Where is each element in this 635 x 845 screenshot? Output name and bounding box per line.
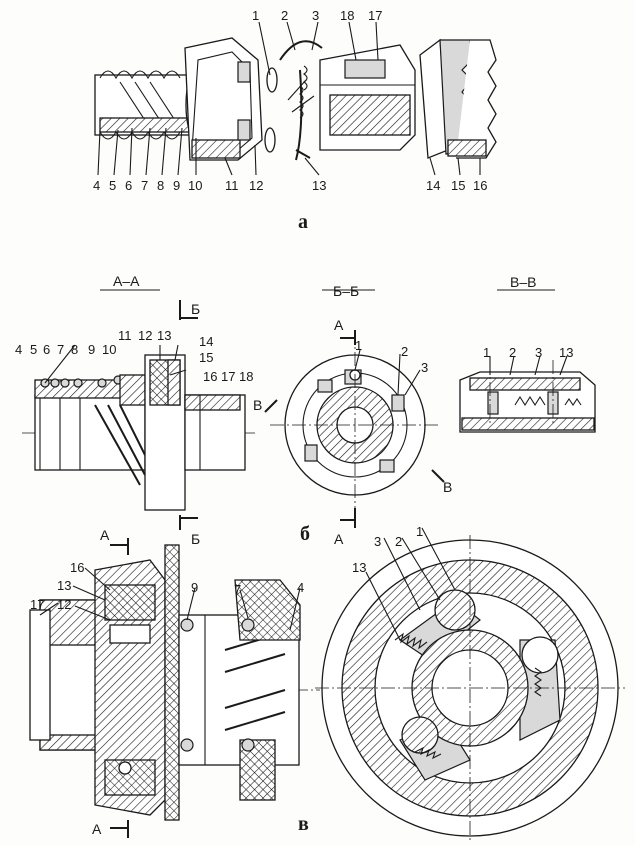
label-b-15: 15 [199,350,213,365]
label-b-4: 4 [15,342,22,357]
label-a-13: 13 [312,178,326,193]
label-a-4: 4 [93,178,100,193]
label-a-2: 2 [281,8,288,23]
label-vc-1: 1 [416,524,423,539]
label-a-16: 16 [473,178,487,193]
label-a-11: 11 [225,178,239,193]
label-v-13: 13 [57,578,71,593]
label-a-9: 9 [173,178,180,193]
label-b-13: 13 [157,328,171,343]
label-a-12: 12 [249,178,263,193]
cut-mark-v-a-bottom: А [92,821,102,837]
label-a-6: 6 [125,178,132,193]
label-a-3: 3 [312,8,319,23]
panel-b-section-bb [264,289,445,528]
label-b-12: 12 [138,328,152,343]
cut-mark-v-left: В [253,397,262,413]
panel-v-labels: А А 16 13 12 17 9 7 4 13 3 2 1 в [30,524,423,837]
label-b-6: 6 [43,342,50,357]
panel-b-section-vv [459,289,596,433]
label-vc-13: 13 [352,560,366,575]
label-b-17: 17 [221,369,235,384]
panel-v-longitudinal-section [29,538,320,838]
panel-letter-a: а [298,211,308,233]
drive-gear [419,38,497,159]
panel-b-section-aa [22,289,255,530]
cut-mark-a-bottom: А [334,531,344,547]
label-b-9: 9 [88,342,95,357]
label-a-5: 5 [109,178,116,193]
label-v-4: 4 [297,580,304,595]
label-b-5: 5 [30,342,37,357]
section-title-vv: В–В [510,274,536,290]
label-b-18: 18 [239,369,253,384]
label-bb-3: 3 [421,360,428,375]
cut-mark-v-a-top: А [100,527,110,543]
label-b-8: 8 [71,342,78,357]
outer-race-11 [184,37,263,161]
cut-mark-b-bottom: Б [191,531,200,547]
panel-letter-b: б [300,523,310,545]
label-v-12: 12 [57,597,71,612]
panel-v-cross-section [315,535,625,840]
section-title-bb: Б–Б [333,283,359,299]
cut-mark-b-top: Б [191,301,200,317]
label-v-7: 7 [234,582,241,597]
label-a-7: 7 [141,178,148,193]
label-a-18: 18 [340,8,354,23]
label-vv-3: 3 [535,345,542,360]
label-v-17: 17 [30,597,44,612]
panel-letter-v: в [298,813,309,835]
label-a-10: 10 [188,178,202,193]
panel-b-labels: А–А Б–Б В–В Б Б В В А А 4 5 6 7 8 9 10 1… [15,273,573,547]
label-bb-2: 2 [401,344,408,359]
label-b-11: 11 [118,328,132,343]
label-vv-1: 1 [483,345,490,360]
label-a-15: 15 [451,178,465,193]
label-b-10: 10 [102,342,116,357]
panel-a-labels: 1 2 3 18 17 4 5 6 7 8 9 10 11 12 13 14 1… [93,8,487,233]
label-vc-2: 2 [395,534,402,549]
hub-inner-race [319,44,416,151]
label-v-9: 9 [191,580,198,595]
label-vv-2: 2 [509,345,516,360]
label-a-8: 8 [157,178,164,193]
label-vv-13: 13 [559,345,573,360]
label-a-17: 17 [368,8,382,23]
panel-a-exploded-view [94,37,497,161]
label-b-14: 14 [199,334,213,349]
label-vc-3: 3 [374,534,381,549]
label-a-1: 1 [252,8,259,23]
label-b-16: 16 [203,369,217,384]
cut-mark-a-top: А [334,317,344,333]
leader-lines [39,21,568,641]
section-title-aa: А–А [113,273,140,289]
label-b-7: 7 [57,342,64,357]
rollers-plungers-springs [264,40,323,161]
label-v-16: 16 [70,560,84,575]
label-a-14: 14 [426,178,440,193]
label-bb-1: 1 [355,338,362,353]
cut-mark-v-right: В [443,479,452,495]
